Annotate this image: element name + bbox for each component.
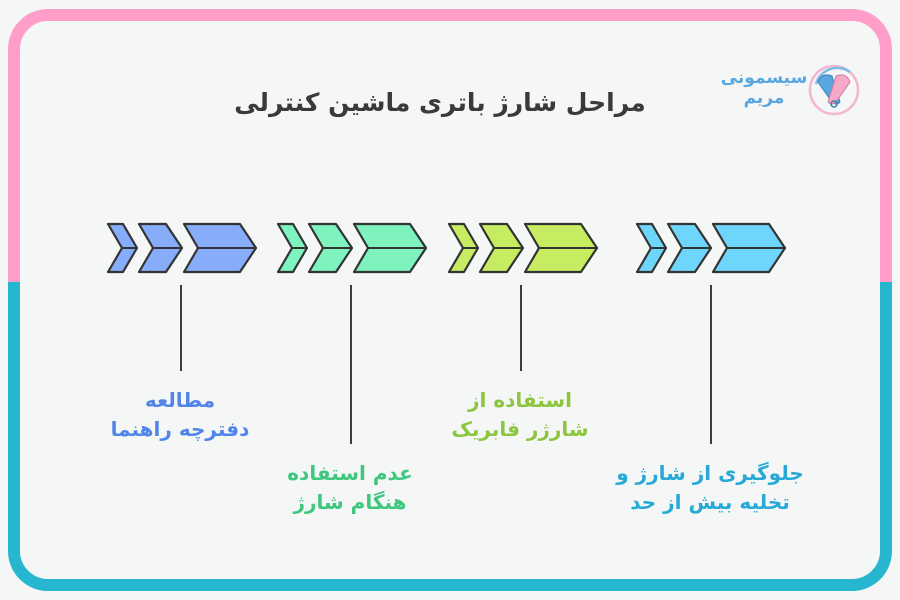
chevron-arrows-icon (106, 222, 258, 274)
step-label-prevent-overcharge: جلوگیری از شارژ و تخلیه بیش از حد (610, 459, 810, 517)
connector-line (520, 285, 522, 371)
brand-logo: سیسمونی مریم (720, 62, 870, 122)
step-label-original-charger: استفاده از شارژر فابریک (440, 386, 600, 444)
safety-pin-heart-icon (808, 64, 860, 116)
step-1-line-2: دفترچه راهنما (110, 417, 250, 441)
step-4-line-2: تخلیه بیش از حد (630, 490, 790, 514)
step-label-no-use-while-charging: عدم استفاده هنگام شارژ (265, 459, 435, 517)
connector-line (710, 285, 712, 444)
chevron-arrows-icon (276, 222, 428, 274)
step-3-line-2: شارژر فابریک (451, 417, 589, 441)
step-4-line-1: جلوگیری از شارژ و (616, 461, 804, 485)
step-2-line-2: هنگام شارژ (293, 490, 407, 514)
logo-line-1: سیسمونی (720, 68, 808, 88)
page-title: مراحل شارژ باتری ماشین کنترلی (234, 88, 646, 117)
step-1-line-1: مطالعه (144, 388, 216, 412)
chevron-arrows-icon (635, 222, 787, 274)
logo-text: سیسمونی مریم (720, 68, 808, 108)
step-3-line-1: استفاده از (468, 388, 572, 412)
chevron-arrows-icon (447, 222, 599, 274)
step-label-manual: مطالعه دفترچه راهنما (100, 386, 260, 444)
connector-line (180, 285, 182, 371)
logo-line-2: مریم (743, 88, 785, 108)
connector-line (350, 285, 352, 444)
step-2-line-1: عدم استفاده (287, 461, 413, 485)
